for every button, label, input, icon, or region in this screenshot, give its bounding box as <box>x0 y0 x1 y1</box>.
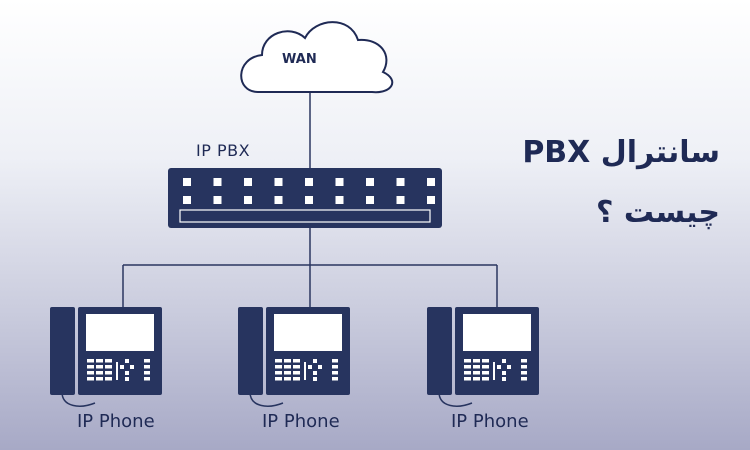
pbx-port-icon <box>183 196 191 204</box>
pbx-port-icon <box>396 178 405 186</box>
wan-cloud-icon <box>240 21 394 94</box>
title-line-2: چیست ؟ <box>596 195 720 230</box>
phone-label: IP Phone <box>77 411 155 432</box>
pbx-port-icon <box>244 178 252 186</box>
pbx-port-icon <box>274 178 283 186</box>
ip-phone-icon <box>50 307 162 407</box>
pbx-port-icon <box>213 178 222 186</box>
pbx-label: IP PBX <box>196 141 251 160</box>
pbx-port-icon <box>183 178 191 186</box>
wan-label: WAN <box>282 52 317 67</box>
pbx-port-icon <box>213 196 222 204</box>
pbx-port-icon <box>305 196 313 204</box>
connector-lines <box>122 92 498 307</box>
title-line-1: سانترال PBX <box>522 135 720 170</box>
pbx-port-icon <box>244 196 252 204</box>
phone-label: IP Phone <box>262 411 340 432</box>
ip-phone-icon <box>427 307 539 407</box>
pbx-switch-icon <box>168 168 442 228</box>
phone-label: IP Phone <box>451 411 529 432</box>
pbx-port-icon <box>335 178 344 186</box>
pbx-port-icon <box>305 178 313 186</box>
pbx-port-icon <box>274 196 283 204</box>
ip-phone-icon <box>238 307 350 407</box>
pbx-port-icon <box>366 178 374 186</box>
pbx-port-icon <box>396 196 405 204</box>
pbx-port-icon <box>427 196 435 204</box>
pbx-port-icon <box>427 178 435 186</box>
pbx-port-icon <box>366 196 374 204</box>
pbx-port-icon <box>335 196 344 204</box>
